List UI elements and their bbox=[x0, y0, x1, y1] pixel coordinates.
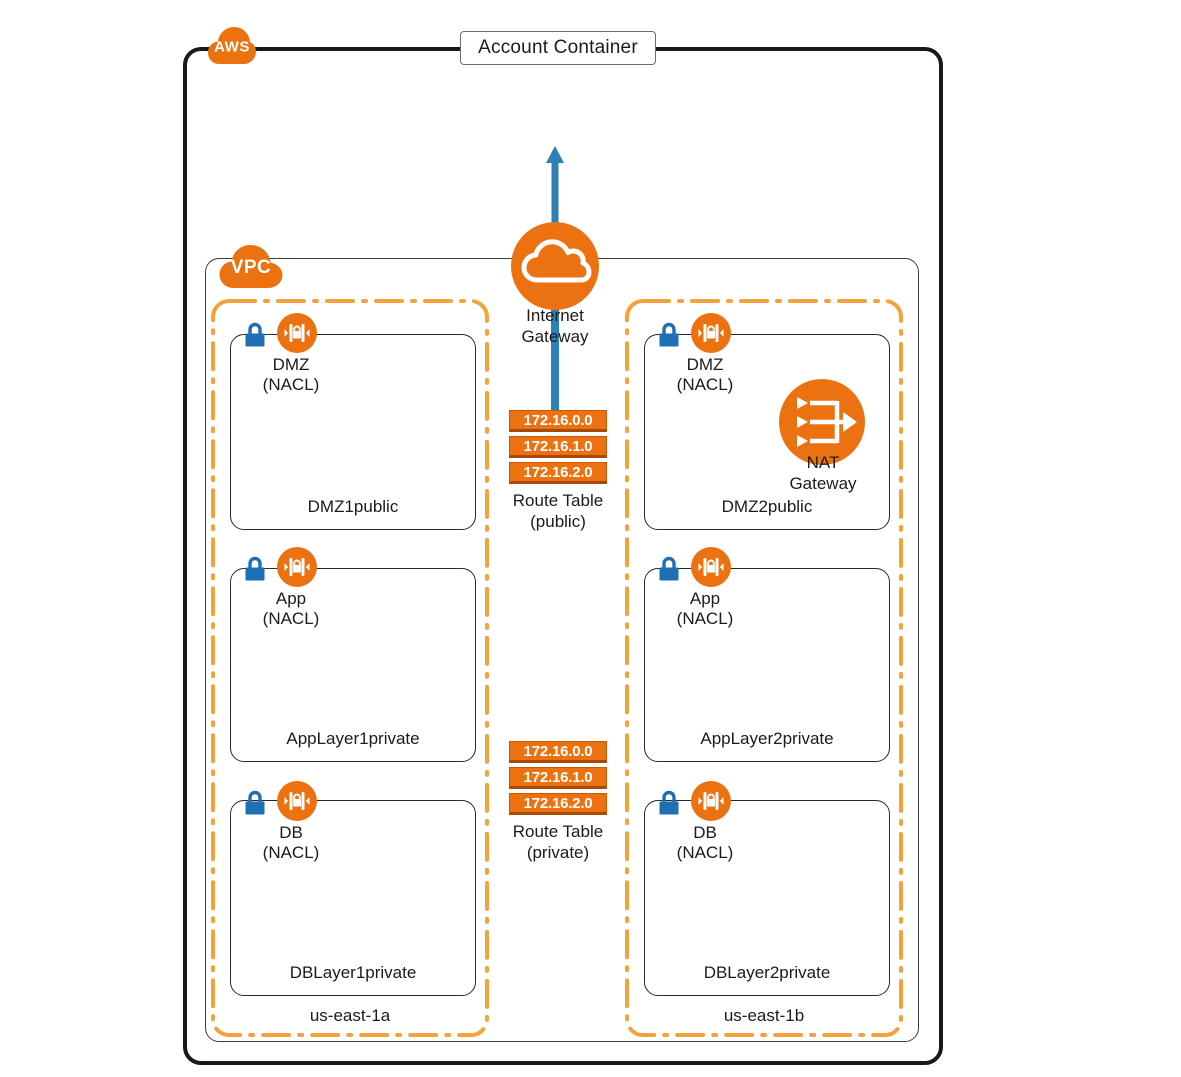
nacl-app-1a[interactable]: App (NACL) bbox=[243, 547, 323, 628]
aws-cloud-badge: AWS bbox=[207, 24, 257, 68]
internet-gateway-label: Internet Gateway bbox=[521, 306, 589, 346]
nacl-glyph-icon bbox=[698, 324, 724, 342]
subnet-label: DMZ2public bbox=[721, 497, 813, 516]
subnet-label: AppLayer2private bbox=[700, 729, 834, 748]
route-table-label: Route Table (public) bbox=[512, 491, 604, 531]
subnet-label: AppLayer1private bbox=[286, 729, 420, 748]
nacl-db-1b[interactable]: DB (NACL) bbox=[657, 781, 737, 862]
route-entry: 172.16.2.0 bbox=[509, 793, 607, 815]
nacl-icon bbox=[277, 547, 317, 587]
vpc-badge-label: VPC bbox=[230, 257, 272, 279]
nacl-db-1a[interactable]: DB (NACL) bbox=[243, 781, 323, 862]
vpc-badge: VPC bbox=[218, 243, 284, 291]
subnet-label: DBLayer2private bbox=[703, 963, 831, 982]
lock-icon bbox=[659, 322, 679, 347]
internet-gateway-icon[interactable] bbox=[511, 222, 599, 310]
nacl-label: App (NACL) bbox=[262, 589, 320, 628]
nacl-glyph-icon bbox=[284, 792, 310, 810]
lock-icon bbox=[245, 556, 265, 581]
nacl-icon bbox=[277, 313, 317, 353]
nacl-icon bbox=[691, 313, 731, 353]
nat-gateway-label: NAT Gateway bbox=[789, 453, 857, 493]
subnet-label: DMZ1public bbox=[307, 497, 399, 516]
nacl-dmz-1b[interactable]: DMZ (NACL) bbox=[657, 313, 737, 394]
route-entry: 172.16.1.0 bbox=[509, 436, 607, 458]
route-table-private[interactable]: 172.16.0.0 172.16.1.0 172.16.2.0 Route T… bbox=[509, 741, 607, 863]
nacl-label: DMZ (NACL) bbox=[676, 355, 734, 394]
nacl-glyph-icon bbox=[284, 324, 310, 342]
lock-icon bbox=[245, 322, 265, 347]
az-label-1a: us-east-1a bbox=[309, 1006, 391, 1025]
aws-badge-label: AWS bbox=[214, 38, 250, 56]
subnet-label: DBLayer1private bbox=[289, 963, 417, 982]
account-container-title: Account Container bbox=[460, 31, 656, 65]
nacl-icon bbox=[277, 781, 317, 821]
route-entry: 172.16.0.0 bbox=[509, 741, 607, 763]
nacl-glyph-icon bbox=[698, 792, 724, 810]
route-entry: 172.16.1.0 bbox=[509, 767, 607, 789]
route-table-public[interactable]: 172.16.0.0 172.16.1.0 172.16.2.0 Route T… bbox=[509, 410, 607, 532]
lock-icon bbox=[659, 556, 679, 581]
internet-uplink-arrow-icon bbox=[546, 146, 564, 227]
lock-icon bbox=[659, 790, 679, 815]
cloud-glyph-icon bbox=[521, 239, 592, 283]
nacl-glyph-icon bbox=[284, 558, 310, 576]
nacl-icon bbox=[691, 547, 731, 587]
lock-icon bbox=[245, 790, 265, 815]
nacl-dmz-1a[interactable]: DMZ (NACL) bbox=[243, 313, 323, 394]
nacl-app-1b[interactable]: App (NACL) bbox=[657, 547, 737, 628]
nacl-label: DB (NACL) bbox=[262, 823, 320, 862]
route-entry: 172.16.0.0 bbox=[509, 410, 607, 432]
cloud-shape-icon bbox=[208, 27, 256, 64]
nacl-glyph-icon bbox=[698, 558, 724, 576]
route-table-label: Route Table (private) bbox=[512, 822, 604, 862]
route-entry: 172.16.2.0 bbox=[509, 462, 607, 484]
az-label-1b: us-east-1b bbox=[723, 1006, 805, 1025]
nacl-label: DMZ (NACL) bbox=[262, 355, 320, 394]
cloud-shape-icon bbox=[219, 245, 283, 288]
igw-to-route-table-connector bbox=[551, 300, 559, 410]
nacl-label: App (NACL) bbox=[676, 589, 734, 628]
nacl-label: DB (NACL) bbox=[676, 823, 734, 862]
nacl-icon bbox=[691, 781, 731, 821]
